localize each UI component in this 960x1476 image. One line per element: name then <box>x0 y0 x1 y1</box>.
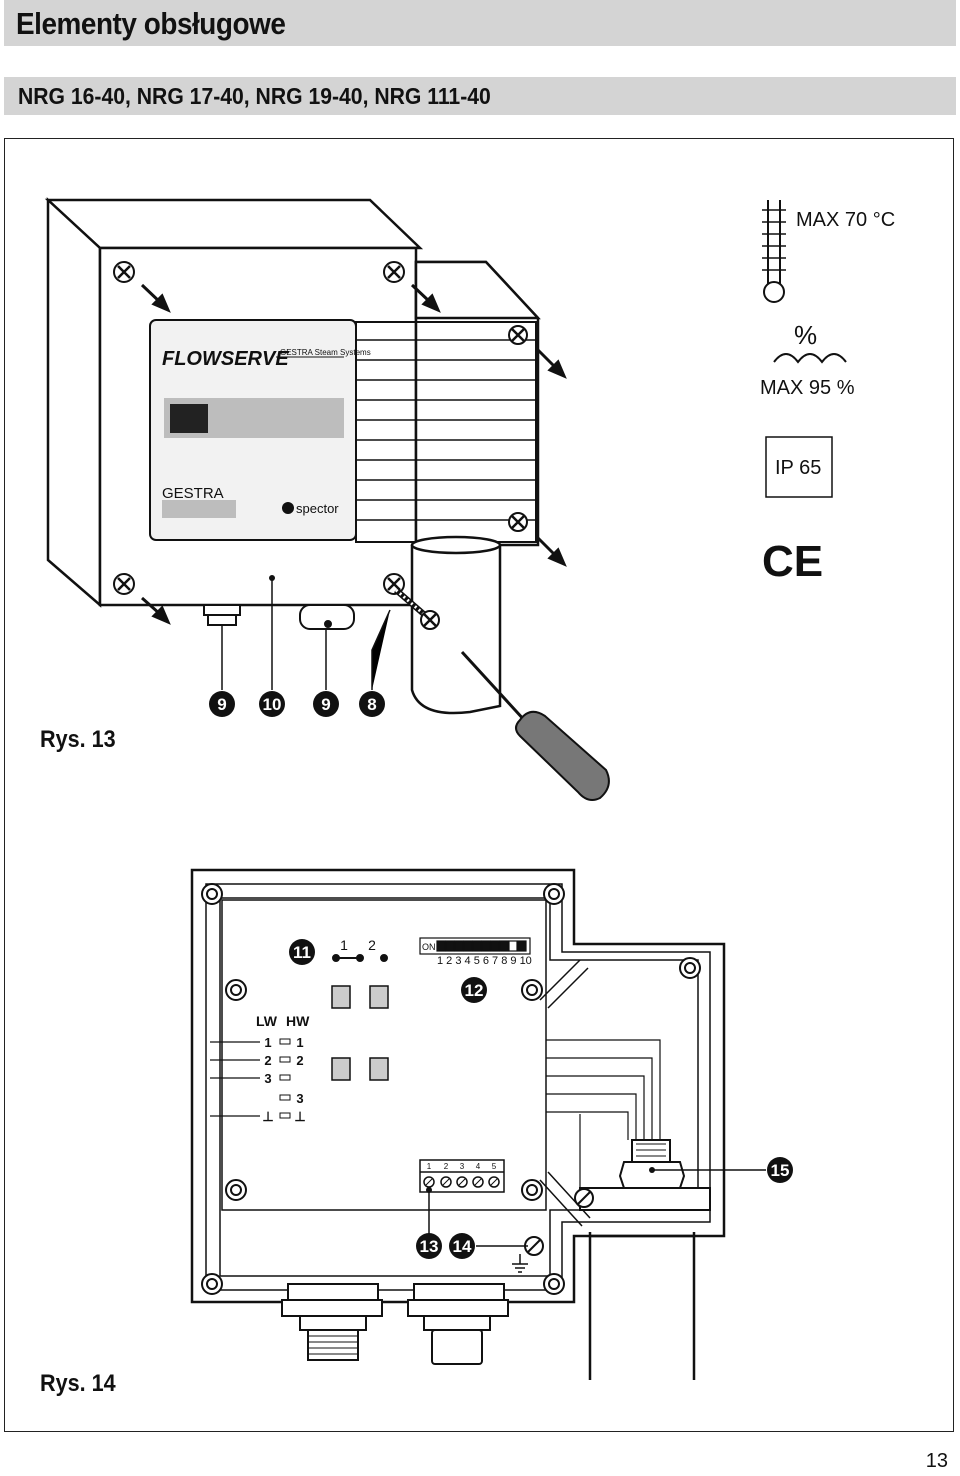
long-screw <box>394 587 440 630</box>
callout-15: 15 <box>767 1157 793 1183</box>
thermometer-icon <box>762 200 786 303</box>
svg-text:3: 3 <box>264 1071 271 1086</box>
cooling-fins <box>356 339 536 521</box>
screw-icon <box>508 512 528 532</box>
screw-icon <box>113 573 135 595</box>
svg-text:11: 11 <box>293 943 311 962</box>
figure-14-housing-open <box>190 868 726 1380</box>
terminal-leads <box>210 1041 260 1117</box>
callout-10: 10 <box>259 691 285 717</box>
svg-text:10: 10 <box>263 695 282 714</box>
display-window <box>170 404 208 433</box>
screw-icon <box>383 261 405 283</box>
pipe <box>410 545 502 715</box>
water-wave-icon <box>773 353 847 364</box>
callout-12: 12 <box>461 977 487 1003</box>
bottom-glands <box>281 1283 509 1365</box>
led-indicators <box>331 985 389 1081</box>
screws <box>113 261 528 595</box>
spector-logo-icon <box>282 502 294 514</box>
svg-text:3: 3 <box>460 1162 465 1171</box>
svg-text:1: 1 <box>296 1035 303 1050</box>
callout-lines-13 <box>221 578 391 690</box>
terminal-pads <box>279 1038 291 1119</box>
svg-text:1: 1 <box>264 1035 271 1050</box>
terminal-rows: 1 1 2 2 3 3 ⊥ ⊥ <box>262 1035 305 1124</box>
callouts-14: 11 12 13 14 15 <box>289 939 793 1259</box>
svg-text:2: 2 <box>296 1053 303 1068</box>
svg-text:⊥: ⊥ <box>294 1109 305 1124</box>
clamp-screw-icon <box>574 1188 594 1208</box>
brand-sub: GESTRA Steam Systems <box>280 348 371 357</box>
callout-9b: 9 <box>313 691 339 717</box>
brand-logo: FLOWSERVE <box>162 348 289 370</box>
jumper-pos-2: 2 <box>368 937 376 953</box>
screw-icon <box>113 261 135 283</box>
models-bar: NRG 16-40, NRG 17-40, NRG 19-40, NRG 111… <box>4 77 956 115</box>
removal-arrows <box>140 283 567 625</box>
page-number: 13 <box>925 1450 948 1472</box>
housing-top <box>44 198 424 250</box>
figure-13-label: Rys. 13 <box>40 726 116 753</box>
screw-icon <box>508 325 528 345</box>
section-title-bar: Elementy obsługowe <box>4 0 956 46</box>
terminal-header-lw: LW <box>256 1013 278 1029</box>
terminal-header-hw: HW <box>286 1013 310 1029</box>
callout-11: 11 <box>289 939 315 965</box>
svg-text:9: 9 <box>321 695 330 714</box>
svg-text:2: 2 <box>444 1162 449 1171</box>
terminal-block <box>419 1159 505 1193</box>
svg-text:3: 3 <box>296 1091 303 1106</box>
ce-mark-icon: CE <box>762 537 823 586</box>
name-plate-bar <box>162 500 236 518</box>
cable-glands <box>203 604 355 630</box>
section-title: Elementy obsługowe <box>16 6 286 41</box>
panel-name: GESTRA <box>162 485 224 502</box>
svg-text:8: 8 <box>367 695 376 714</box>
terminal-block-numbers: 1 2 3 4 5 <box>427 1162 497 1171</box>
callout-9a: 9 <box>209 691 235 717</box>
svg-text:14: 14 <box>453 1237 472 1256</box>
humidity-symbol: % <box>794 320 817 350</box>
ip-box <box>765 436 833 498</box>
svg-text:4: 4 <box>476 1162 481 1171</box>
ip-rating: IP 65 <box>775 457 821 479</box>
svg-text:1: 1 <box>427 1162 432 1171</box>
screwdriver <box>460 650 610 801</box>
models-title: NRG 16-40, NRG 17-40, NRG 19-40, NRG 111… <box>18 83 491 109</box>
dip-switch <box>419 937 531 955</box>
temperature-spec: MAX 70 °C <box>796 209 895 231</box>
dip-on-label: ON <box>422 942 436 952</box>
svg-text:2: 2 <box>264 1053 271 1068</box>
svg-text:13: 13 <box>420 1237 439 1256</box>
jumper-pos-1: 1 <box>340 937 348 953</box>
ground-symbol-icon <box>512 1254 528 1273</box>
dip-numbers: 1 2 3 4 5 6 7 8 9 10 <box>437 955 532 967</box>
callout-8: 8 <box>359 691 385 717</box>
sensor-connector <box>618 1139 686 1189</box>
figure-frame <box>4 138 954 1432</box>
internal-wiring <box>546 1039 661 1190</box>
callout-lines-14 <box>428 1169 766 1247</box>
callouts-13: 9 10 9 8 <box>209 691 385 717</box>
callout-14: 14 <box>449 1233 475 1259</box>
svg-text:15: 15 <box>771 1161 790 1180</box>
figure-14-label: Rys. 14 <box>40 1370 116 1397</box>
svg-text:5: 5 <box>492 1162 497 1171</box>
spector-label: spector <box>296 501 339 516</box>
screw-icon <box>420 610 440 630</box>
svg-text:9: 9 <box>217 695 226 714</box>
callout-13: 13 <box>416 1233 442 1259</box>
jumper-icon <box>332 954 388 962</box>
svg-text:⊥: ⊥ <box>262 1109 273 1124</box>
housing-side <box>46 197 102 608</box>
svg-text:12: 12 <box>465 981 484 1000</box>
humidity-spec: MAX 95 % <box>760 377 855 399</box>
